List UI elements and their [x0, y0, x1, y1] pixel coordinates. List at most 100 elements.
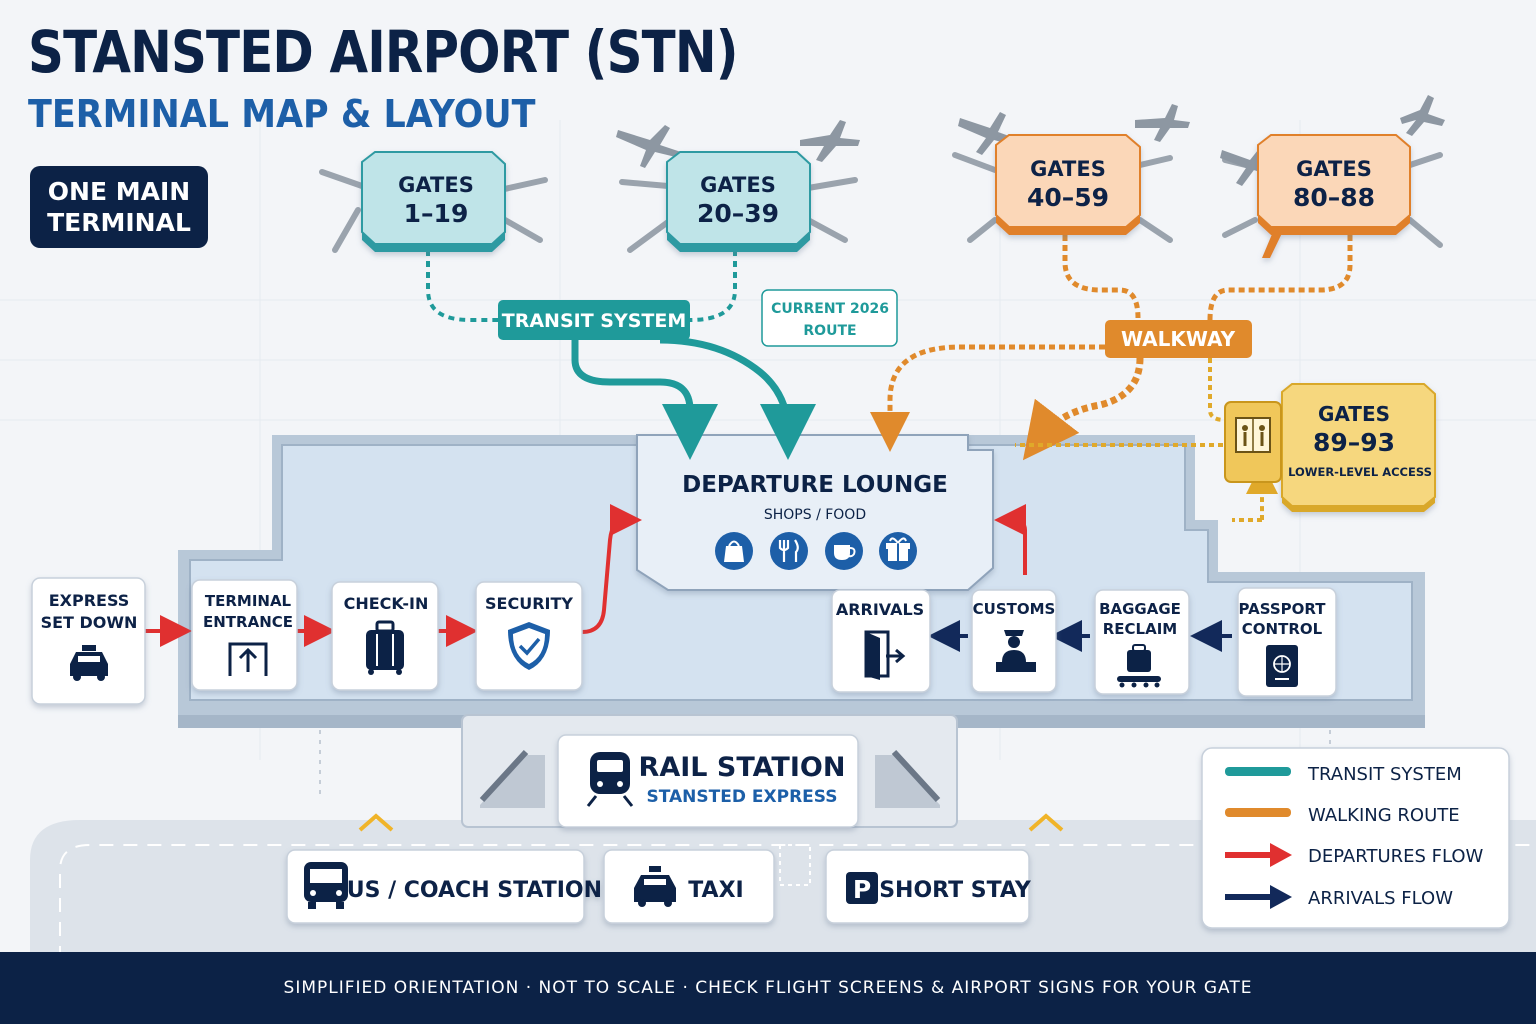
entrance-label-line-2: ENTRANCE: [203, 613, 293, 631]
gate-block-20-39[interactable]: GATES 20–39: [666, 151, 811, 252]
legend-item-arrivals: ARRIVALS FLOW: [1225, 885, 1453, 909]
transit-routes: [426, 250, 816, 460]
coffee-cup-icon: [825, 532, 863, 570]
svg-text:DEPARTURES FLOW: DEPARTURES FLOW: [1308, 846, 1484, 867]
svg-text:TRANSIT SYSTEM: TRANSIT SYSTEM: [1307, 764, 1462, 785]
parking-icon: P: [846, 872, 878, 904]
transit-system-label: TRANSIT SYSTEM: [498, 300, 690, 340]
rail-station-sign[interactable]: RAIL STATION STANSTED EXPRESS: [557, 734, 859, 828]
gate-piers: [319, 152, 1443, 253]
escalator-icon: [479, 749, 545, 808]
ground-short-stay[interactable]: SHORT STAY: [825, 849, 1032, 924]
express-label-line-1: EXPRESS: [49, 591, 130, 610]
badge-text: ONE MAIN TERMINAL: [47, 177, 191, 237]
aircraft-icon: [958, 112, 1020, 155]
svg-text:SHORT STAY: SHORT STAY: [879, 878, 1032, 903]
step-express-set-down[interactable]: EXPRESS SET DOWN: [31, 577, 146, 705]
baggage-carousel-icon: [1117, 644, 1161, 688]
aircraft-icon: [800, 120, 860, 162]
svg-text:GATES: GATES: [1318, 402, 1390, 426]
passport-label-line-2: CONTROL: [1242, 620, 1323, 638]
page-title: STANSTED AIRPORT (STN): [28, 18, 739, 86]
lift-icon: [1224, 401, 1282, 483]
svg-text:P: P: [853, 875, 871, 904]
aircraft-icon: [1135, 104, 1190, 142]
svg-text:GATES: GATES: [398, 173, 474, 197]
legend-item-walking: WALKING ROUTE: [1225, 805, 1460, 826]
walkway-routes: [870, 235, 1353, 461]
page-subtitle: TERMINAL MAP & LAYOUT: [28, 92, 536, 136]
svg-text:WALKWAY: WALKWAY: [1121, 327, 1236, 351]
svg-text:ARRIVALS FLOW: ARRIVALS FLOW: [1308, 888, 1453, 909]
aircraft-icon: [1220, 145, 1280, 186]
svg-text:BUS / COACH STATION: BUS / COACH STATION: [330, 878, 602, 903]
shopping-bag-icon: [715, 532, 753, 570]
passport-label-line-1: PASSPORT: [1238, 600, 1326, 618]
train-icon: [586, 752, 634, 807]
svg-text:1–19: 1–19: [404, 199, 469, 228]
svg-text:CHECK-IN: CHECK-IN: [344, 594, 429, 613]
svg-text:RAIL STATION: RAIL STATION: [639, 752, 846, 783]
legend-item-departures: DEPARTURES FLOW: [1225, 843, 1484, 867]
svg-text:GATES: GATES: [700, 173, 776, 197]
svg-text:WALKING ROUTE: WALKING ROUTE: [1308, 805, 1460, 826]
svg-text:GATES: GATES: [1296, 157, 1372, 181]
legend-swatch-walking: [1225, 808, 1291, 817]
escalator-icon: [875, 749, 941, 808]
express-label-line-2: SET DOWN: [41, 613, 138, 632]
svg-text:CUSTOMS: CUSTOMS: [973, 600, 1056, 618]
entrance-label-line-1: TERMINAL: [205, 592, 292, 610]
gate-block-80-88[interactable]: GATES 80–88: [1257, 134, 1411, 258]
gift-icon: [879, 532, 917, 570]
step-terminal-entrance[interactable]: TERMINAL ENTRANCE: [191, 579, 298, 691]
passport-icon: [1266, 645, 1298, 687]
baggage-label-line-1: BAGGAGE: [1099, 600, 1181, 618]
step-baggage-reclaim[interactable]: BAGGAGE RECLAIM: [1094, 589, 1190, 695]
svg-text:STANSTED EXPRESS: STANSTED EXPRESS: [647, 787, 838, 807]
legend-arrow-arrivals: [1270, 885, 1292, 909]
legend-arrow-departures: [1270, 843, 1292, 867]
legend: [1201, 747, 1510, 929]
footer-text: SIMPLIFIED ORIENTATION · NOT TO SCALE · …: [283, 978, 1253, 998]
taxi-icon: [634, 866, 676, 907]
svg-text:GATES: GATES: [1030, 157, 1106, 181]
lower-level-route: [1015, 358, 1278, 522]
luggage-icon: [366, 620, 404, 675]
step-arrivals[interactable]: ARRIVALS: [831, 589, 931, 693]
svg-text:TRANSIT SYSTEM: TRANSIT SYSTEM: [502, 310, 687, 332]
taxi-icon: [70, 645, 108, 681]
gate-block-1-19[interactable]: GATES 1–19: [361, 151, 506, 252]
baggage-label-line-2: RECLAIM: [1103, 620, 1177, 638]
gate-block-89-93[interactable]: GATES 89–93 LOWER-LEVEL ACCESS: [1281, 383, 1436, 512]
svg-text:SECURITY: SECURITY: [485, 594, 573, 613]
aircraft-icon: [1400, 95, 1445, 136]
svg-text:89–93: 89–93: [1313, 428, 1395, 457]
shield-check-icon: [508, 622, 550, 670]
aircraft-icon: [616, 125, 690, 168]
current-route-line-1: CURRENT 2026: [771, 301, 889, 317]
exit-door-icon: [864, 630, 906, 680]
ground-bus-coach[interactable]: BUS / COACH STATION: [286, 849, 602, 924]
one-main-terminal-badge: ONE MAIN TERMINAL: [30, 166, 208, 248]
lounge-title: DEPARTURE LOUNGE: [682, 472, 948, 498]
walkway-label: WALKWAY: [1105, 320, 1252, 358]
entrance-arrow-icon: [228, 642, 268, 676]
svg-text:40–59: 40–59: [1027, 183, 1109, 212]
bus-icon: [304, 862, 348, 909]
svg-text:LOWER-LEVEL ACCESS: LOWER-LEVEL ACCESS: [1288, 465, 1432, 479]
ground-taxi[interactable]: TAXI: [603, 849, 775, 924]
svg-text:TAXI: TAXI: [688, 878, 743, 903]
customs-officer-icon: [996, 630, 1036, 672]
legend-item-transit: TRANSIT SYSTEM: [1225, 764, 1462, 785]
footer-note: SIMPLIFIED ORIENTATION · NOT TO SCALE · …: [0, 952, 1536, 1024]
road-chevron-icon: [1028, 813, 1064, 832]
legend-swatch-transit: [1225, 767, 1291, 776]
svg-text:80–88: 80–88: [1293, 183, 1375, 212]
current-route-line-2: ROUTE: [803, 323, 856, 339]
step-passport-control[interactable]: PASSPORT CONTROL: [1237, 587, 1337, 697]
road-chevron-icon: [358, 813, 394, 832]
gate-block-40-59[interactable]: GATES 40–59: [995, 134, 1141, 235]
svg-text:ARRIVALS: ARRIVALS: [836, 600, 924, 619]
lounge-subtitle: SHOPS / FOOD: [764, 507, 866, 523]
